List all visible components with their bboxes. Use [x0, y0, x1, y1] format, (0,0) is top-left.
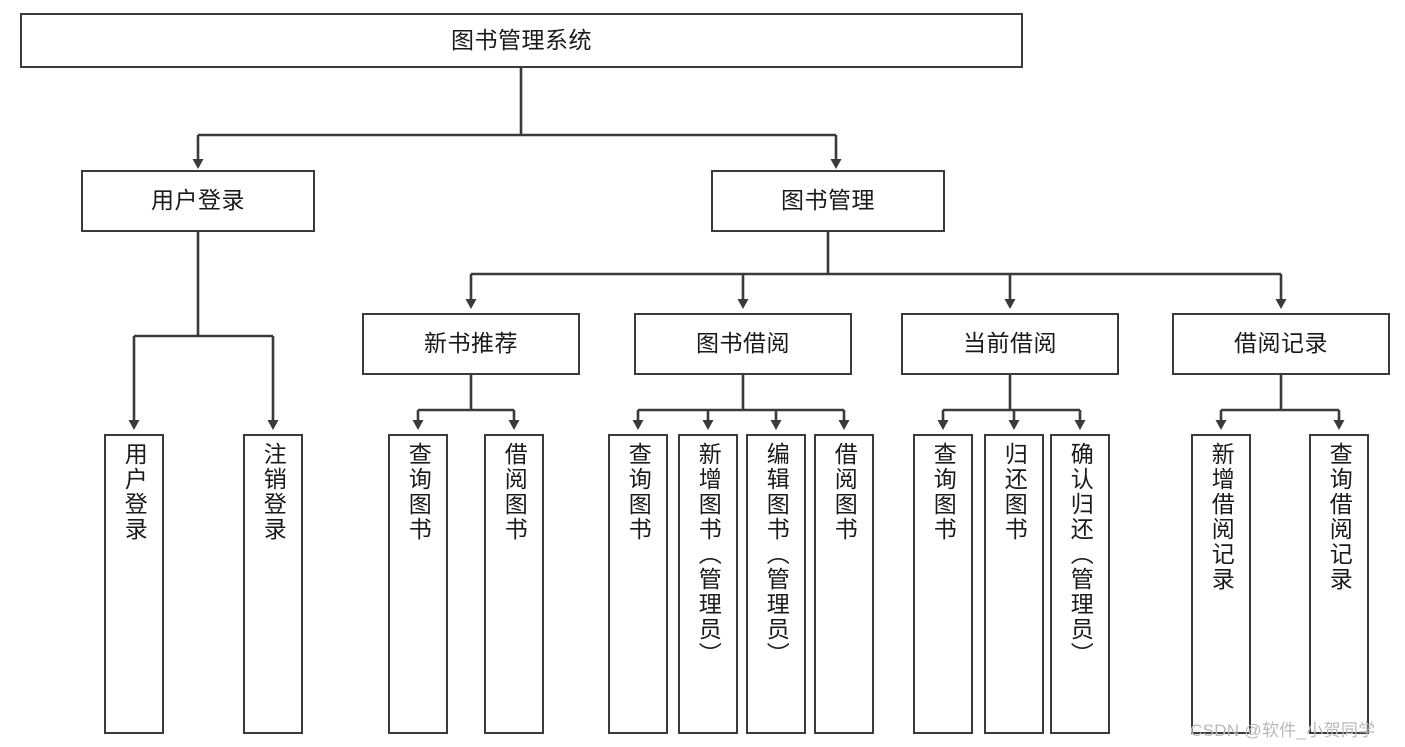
node-label: 新书推荐 [424, 330, 518, 357]
leaf-user-logout[interactable]: 注销登录 [243, 434, 303, 734]
node-label: 确认归还（管理员） [1067, 442, 1094, 667]
leaf-cur-confirm-return[interactable]: 确认归还（管理员） [1050, 434, 1110, 734]
csdn-watermark: CSDN @软件_小贺同学 [1190, 721, 1376, 740]
node-label: 借阅记录 [1234, 330, 1328, 357]
leaf-borrow-lend-book[interactable]: 借阅图书 [814, 434, 874, 734]
leaf-borrow-edit-book[interactable]: 编辑图书（管理员） [746, 434, 806, 734]
node-label: 当前借阅 [963, 330, 1057, 357]
leaf-cur-return-book[interactable]: 归还图书 [984, 434, 1044, 734]
node-current-borrow[interactable]: 当前借阅 [901, 313, 1119, 375]
node-label: 借阅图书 [501, 442, 528, 542]
node-label: 归还图书 [1001, 442, 1028, 542]
node-label: 借阅图书 [831, 442, 858, 542]
leaf-record-query[interactable]: 查询借阅记录 [1309, 434, 1369, 734]
node-book-borrow[interactable]: 图书借阅 [634, 313, 852, 375]
node-label: 图书管理系统 [451, 26, 592, 53]
node-label: 图书管理 [781, 187, 875, 214]
leaf-cur-query-book[interactable]: 查询图书 [913, 434, 973, 734]
node-label: 用户登录 [151, 187, 245, 214]
node-label: 编辑图书（管理员） [763, 442, 790, 667]
node-new-book-rec[interactable]: 新书推荐 [362, 313, 580, 375]
node-label: 用户登录 [121, 442, 148, 542]
node-label: 查询图书 [405, 442, 432, 542]
node-label: 图书借阅 [696, 330, 790, 357]
node-label: 新增图书（管理员） [695, 442, 722, 667]
node-label: 查询图书 [625, 442, 652, 542]
leaf-user-login[interactable]: 用户登录 [104, 434, 164, 734]
leaf-record-add[interactable]: 新增借阅记录 [1191, 434, 1251, 734]
leaf-borrow-add-book[interactable]: 新增图书（管理员） [678, 434, 738, 734]
node-label: 注销登录 [260, 442, 287, 542]
node-label: 新增借阅记录 [1208, 442, 1235, 592]
leaf-borrow-query-book[interactable]: 查询图书 [608, 434, 668, 734]
leaf-rec-query-book[interactable]: 查询图书 [388, 434, 448, 734]
node-user-login[interactable]: 用户登录 [81, 170, 315, 232]
node-label: 查询图书 [930, 442, 957, 542]
node-label: 查询借阅记录 [1326, 442, 1353, 592]
node-book-manage[interactable]: 图书管理 [711, 170, 945, 232]
leaf-rec-borrow-book[interactable]: 借阅图书 [484, 434, 544, 734]
node-borrow-record[interactable]: 借阅记录 [1172, 313, 1390, 375]
node-root-system[interactable]: 图书管理系统 [20, 13, 1023, 68]
